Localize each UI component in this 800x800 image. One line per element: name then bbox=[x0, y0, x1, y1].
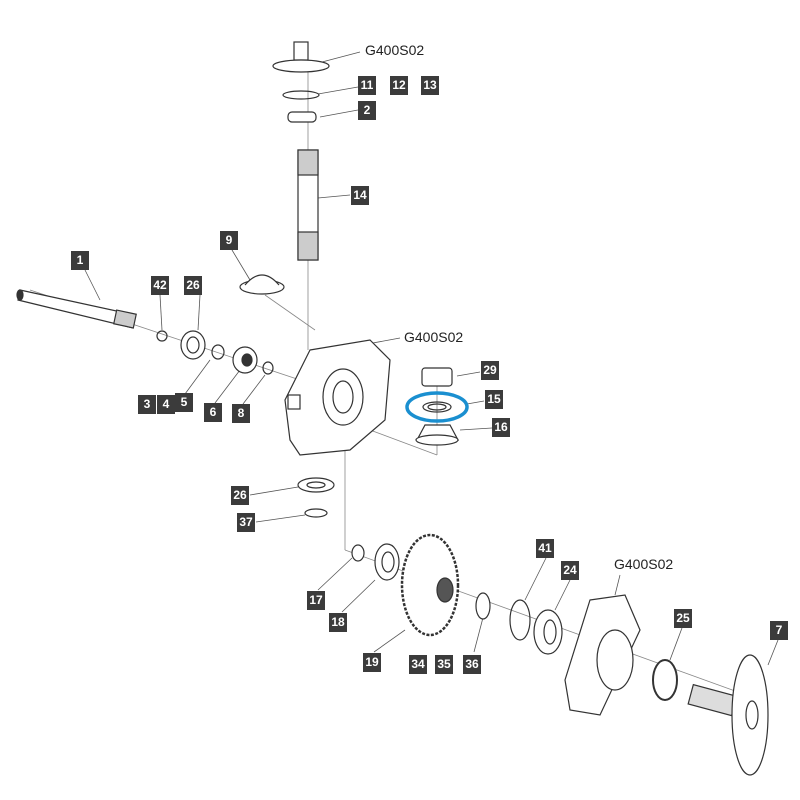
part-label-9: 9 bbox=[220, 231, 238, 250]
gearbox-housing-part bbox=[284, 339, 391, 456]
part-label-26-lower: 26 bbox=[231, 486, 249, 505]
part-label-2: 2 bbox=[358, 101, 376, 120]
gear-train-parts bbox=[351, 533, 769, 776]
part-label-3: 3 bbox=[138, 395, 156, 414]
part-label-25: 25 bbox=[674, 609, 692, 628]
part-label-4: 4 bbox=[157, 395, 175, 414]
leader-lines bbox=[84, 51, 779, 666]
part-label-29: 29 bbox=[481, 361, 499, 380]
part-label-37: 37 bbox=[237, 513, 255, 532]
part-label-17: 17 bbox=[307, 591, 325, 610]
part-label-12: 12 bbox=[390, 76, 408, 95]
part-label-7: 7 bbox=[770, 621, 788, 640]
reference-code-middle: G400S02 bbox=[404, 329, 464, 345]
top-cap-part bbox=[272, 41, 330, 123]
part-label-1: 1 bbox=[71, 251, 89, 270]
part-label-35: 35 bbox=[435, 655, 453, 674]
part-label-13: 13 bbox=[421, 76, 439, 95]
vertical-shaft-part bbox=[297, 149, 319, 261]
part-label-34: 34 bbox=[409, 655, 427, 674]
part-label-8: 8 bbox=[232, 404, 250, 423]
part-label-14: 14 bbox=[351, 186, 369, 205]
highlight-ring bbox=[405, 391, 469, 423]
reference-code-top: G400S02 bbox=[365, 42, 425, 58]
part-label-18: 18 bbox=[329, 613, 347, 632]
reference-code-right: G400S02 bbox=[614, 556, 674, 572]
part-label-36: 36 bbox=[463, 655, 481, 674]
part-label-6: 6 bbox=[204, 403, 222, 422]
part-label-41: 41 bbox=[536, 539, 554, 558]
lower-bearing-parts bbox=[297, 477, 335, 518]
part-label-11: 11 bbox=[358, 76, 376, 95]
part-label-16: 16 bbox=[492, 418, 510, 437]
dome-part bbox=[239, 274, 285, 295]
horizontal-shaft-part bbox=[16, 289, 137, 329]
part-label-42: 42 bbox=[151, 276, 169, 295]
part-label-24: 24 bbox=[561, 561, 579, 580]
part-label-5: 5 bbox=[175, 393, 193, 412]
part-label-15: 15 bbox=[485, 390, 503, 409]
upper-right-parts bbox=[405, 367, 469, 446]
left-small-parts bbox=[156, 330, 274, 375]
part-label-26-upper: 26 bbox=[184, 276, 202, 295]
part-label-19: 19 bbox=[363, 653, 381, 672]
axis-lines bbox=[29, 70, 761, 701]
